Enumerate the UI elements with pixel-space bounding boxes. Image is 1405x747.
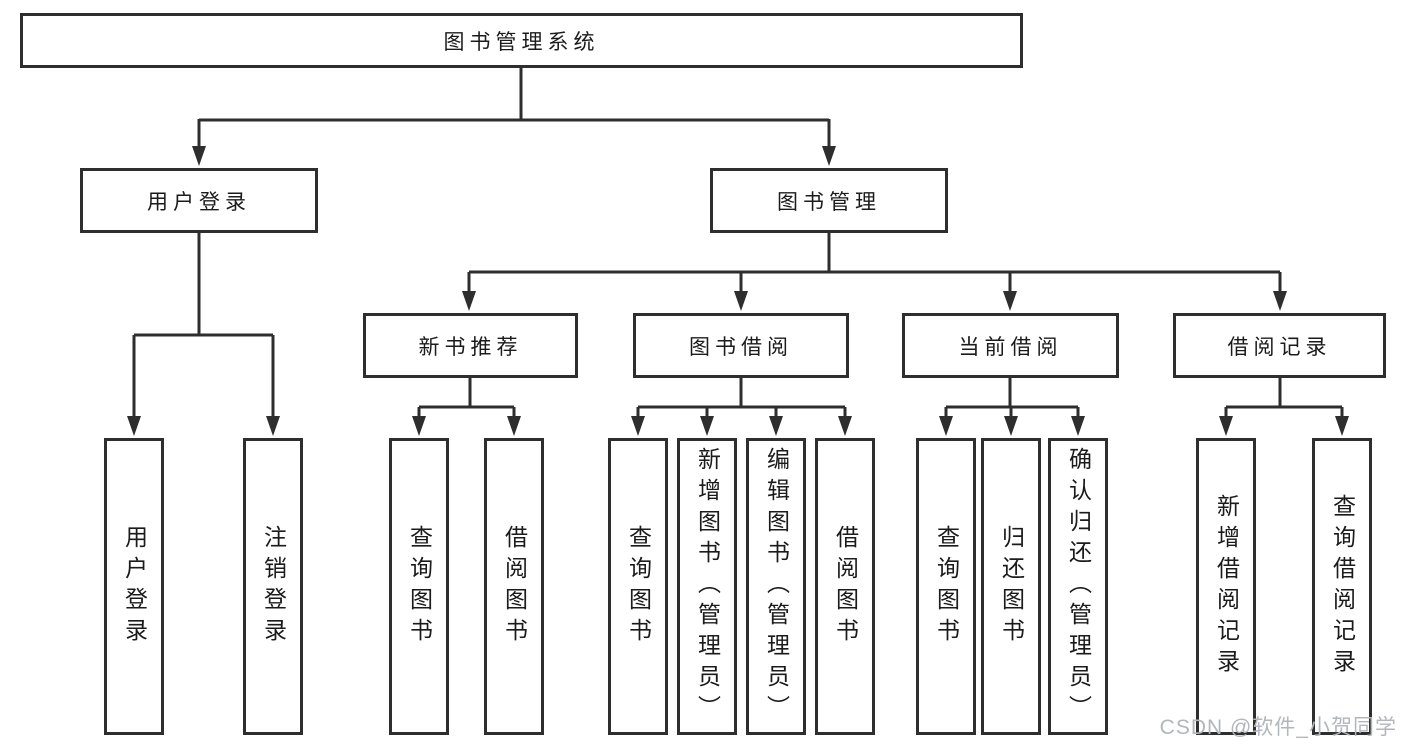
leaf-query-books-recommend: 查询图书 <box>389 438 449 735</box>
leaf-return-books: 归还图书 <box>981 438 1041 735</box>
node-new-book-recommendation: 新书推荐 <box>363 313 578 378</box>
leaf-query-borrow-record: 查询借阅记录 <box>1312 438 1372 735</box>
leaf-add-borrow-record: 新增借阅记录 <box>1196 438 1256 735</box>
watermark: CSDN @软件_小贺同学 <box>1159 716 1397 739</box>
node-user-login: 用户登录 <box>80 168 318 233</box>
leaf-confirm-return-admin: 确认归还（管理员） <box>1048 438 1108 735</box>
leaf-add-books-admin: 新增图书（管理员） <box>677 438 737 735</box>
leaf-user-login: 用户登录 <box>104 438 164 735</box>
leaf-borrow-books-recommend: 借阅图书 <box>484 438 544 735</box>
arrowhead-icons <box>127 146 1349 436</box>
node-book-management: 图书管理 <box>710 168 948 233</box>
node-borrowing-records: 借阅记录 <box>1173 313 1386 378</box>
leaf-logout: 注销登录 <box>243 438 303 735</box>
leaf-query-books-current: 查询图书 <box>916 438 976 735</box>
node-book-borrowing: 图书借阅 <box>633 313 849 378</box>
leaf-query-books-borrowing: 查询图书 <box>608 438 668 735</box>
leaf-edit-books-admin: 编辑图书（管理员） <box>746 438 806 735</box>
node-current-borrowing: 当前借阅 <box>902 313 1119 378</box>
leaf-borrow-books-borrowing: 借阅图书 <box>815 438 875 735</box>
node-library-management-system: 图书管理系统 <box>20 13 1023 68</box>
